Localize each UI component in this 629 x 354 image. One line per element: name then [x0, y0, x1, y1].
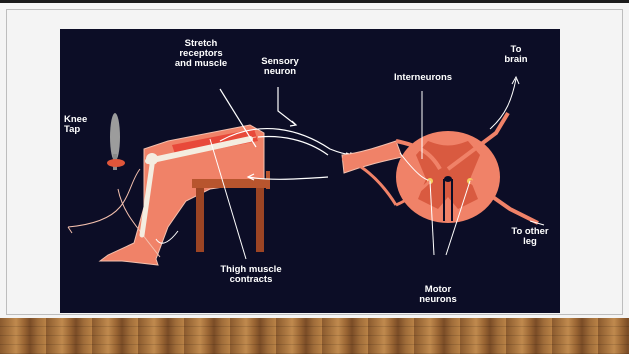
- diagram-drawing: [60, 29, 560, 313]
- label-thigh-muscle: Thigh muscle contracts: [214, 265, 288, 285]
- label-stretch-receptors: Stretch receptors and muscle: [168, 39, 234, 69]
- spinal-cord: [396, 113, 538, 223]
- label-interneurons: Interneurons: [386, 73, 460, 83]
- wooden-floor: [0, 318, 629, 354]
- nerve-trunk: [342, 141, 402, 173]
- label-to-brain: To brain: [496, 45, 536, 65]
- slide: Stretch receptors and muscle Sensory neu…: [0, 0, 629, 318]
- label-sensory-neuron: Sensory neuron: [254, 57, 306, 77]
- chair: [192, 171, 270, 252]
- reflex-arc-diagram: Stretch receptors and muscle Sensory neu…: [60, 29, 560, 313]
- reflex-hammer-icon: [107, 113, 125, 170]
- label-motor-neurons: Motor neurons: [410, 285, 466, 305]
- label-to-other-leg: To other leg: [504, 227, 556, 247]
- leg: [68, 125, 264, 265]
- label-knee-tap: Knee Tap: [64, 115, 100, 135]
